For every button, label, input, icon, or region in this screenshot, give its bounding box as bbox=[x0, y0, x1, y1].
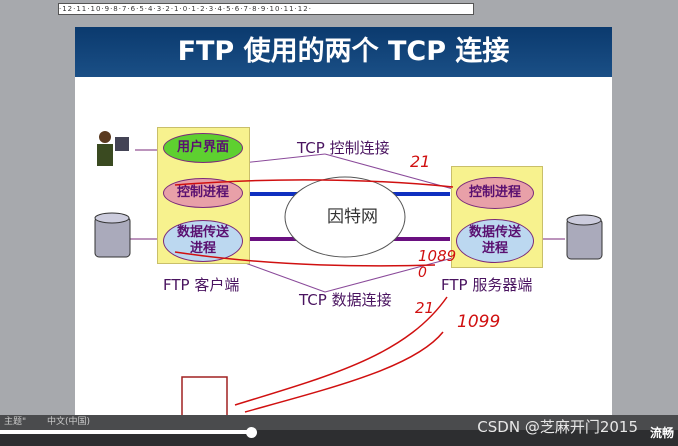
ruler: ·12·11·10·9·8·7·6·5·4·3·2·1·0·1·2·3·4·5·… bbox=[58, 3, 474, 15]
status-theme: 主题" bbox=[4, 417, 27, 427]
player-bar bbox=[0, 430, 678, 446]
tcp-data-label: TCP 数据连接 bbox=[299, 291, 392, 309]
progress-bar[interactable] bbox=[0, 430, 251, 434]
annotation-1099: 1099 bbox=[457, 312, 501, 332]
slide-title: FTP 使用的两个 TCP 连接 bbox=[75, 27, 612, 77]
client-data-process: 数据传送 进程 bbox=[163, 220, 243, 262]
client-ui: 用户界面 bbox=[163, 133, 243, 163]
diagram-lines bbox=[94, 131, 603, 293]
server-data-process: 数据传送 进程 bbox=[456, 219, 534, 263]
annotation-21-control: 21 bbox=[410, 152, 431, 171]
annotation-21-data: 21 bbox=[415, 299, 435, 317]
server-label: FTP 服务器端 bbox=[441, 276, 533, 294]
status-bar: 主题" 中文(中国) bbox=[0, 415, 678, 430]
annotation-0: 0 bbox=[418, 265, 427, 281]
status-language: 中文(中国) bbox=[47, 417, 91, 427]
progress-knob[interactable] bbox=[245, 427, 257, 438]
red-annotations bbox=[174, 179, 454, 415]
quality-button[interactable]: 流畅 bbox=[649, 426, 674, 440]
slide: FTP 使用的两个 TCP 连接 用户界面 控制进程 数据传送 进程 FTP 客… bbox=[75, 27, 612, 415]
client-label: FTP 客户端 bbox=[163, 276, 240, 294]
server-control-process: 控制进程 bbox=[456, 177, 534, 209]
tcp-control-label: TCP 控制连接 bbox=[297, 139, 390, 157]
watermark: CSDN @芝麻开门2015 bbox=[477, 418, 638, 436]
internet-label: 因特网 bbox=[327, 207, 378, 227]
annotation-1089: 1089 bbox=[418, 247, 457, 265]
